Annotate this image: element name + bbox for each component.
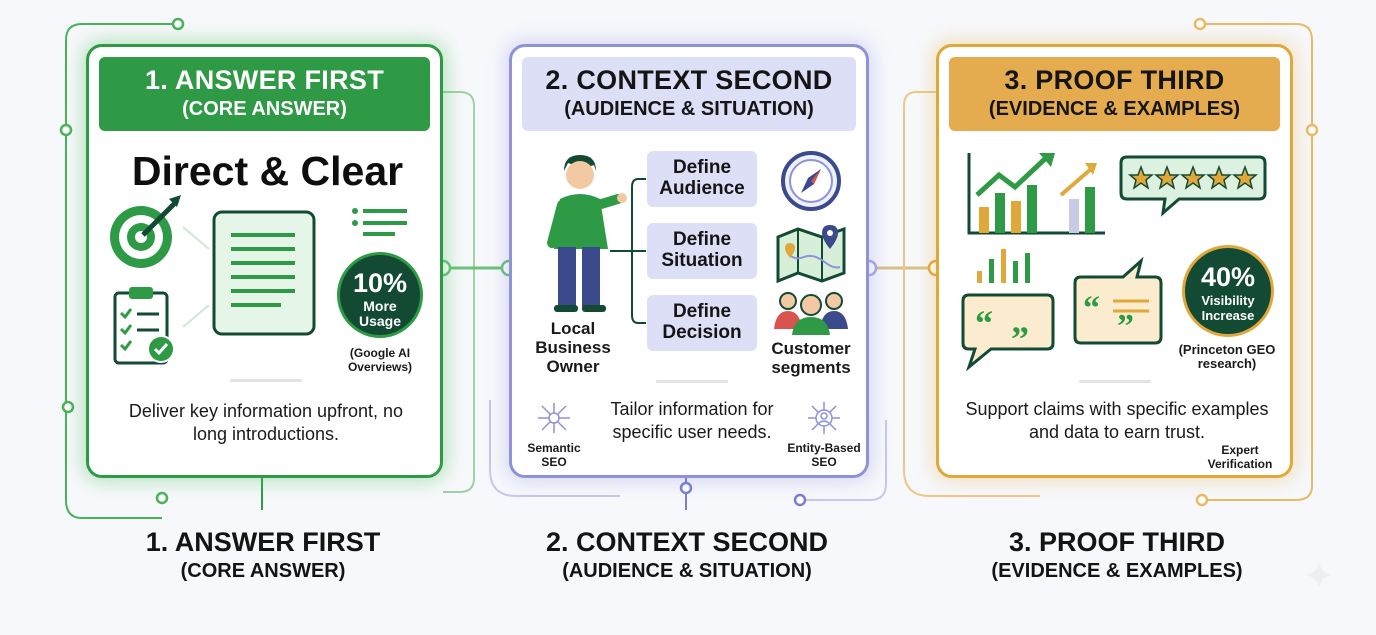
headline: Direct & Clear xyxy=(131,148,404,194)
footer-title: 1. ANSWER FIRST xyxy=(145,527,381,557)
stat-value: 10% xyxy=(352,268,408,298)
stat-value: 40% xyxy=(1200,262,1256,292)
footer-title: 3. PROOF THIRD xyxy=(1008,527,1225,557)
svg-text:“: “ xyxy=(975,303,993,343)
stat-badge: 40% Visibility Increase xyxy=(1182,245,1274,337)
footer-subtitle: (AUDIENCE & SITUATION) xyxy=(562,560,812,582)
step-caption: Support claims with specific examples an… xyxy=(965,399,1269,442)
svg-text:”: ” xyxy=(1011,319,1029,359)
divider xyxy=(1079,380,1151,383)
footer-title: 2. CONTEXT SECOND xyxy=(545,527,829,557)
signal-bars-icon xyxy=(977,249,1030,283)
footer-label-3: 3. PROOF THIRD (EVIDENCE & EXAMPLES) xyxy=(950,527,1284,583)
step-caption: Deliver key information upfront, no long… xyxy=(128,401,404,444)
semantic-network-icon xyxy=(538,403,570,433)
define-audience: Define Audience xyxy=(647,151,757,207)
entity-seo-tag: Entity-Based SEO xyxy=(787,441,861,469)
footer-subtitle: (EVIDENCE & EXAMPLES) xyxy=(991,560,1243,582)
group-icon xyxy=(774,292,848,335)
define-situation: Define Situation xyxy=(647,223,757,279)
expert-verification-tag: Expert Verification xyxy=(1207,443,1273,471)
stat-label: More Usage xyxy=(358,298,402,329)
checklist-icon xyxy=(113,287,175,365)
step-header: 3. PROOF THIRD (EVIDENCE & EXAMPLES) xyxy=(949,57,1280,131)
step-title: 3. PROOF THIRD xyxy=(1004,65,1225,95)
growth-chart-icon xyxy=(967,153,1105,235)
person-icon xyxy=(547,155,627,312)
semantic-seo-tag: Semantic SEO xyxy=(527,441,581,469)
sparkle-icon xyxy=(1306,562,1332,588)
stat-source: (Princeton GEO research) xyxy=(1178,342,1276,371)
compass-icon xyxy=(781,151,841,211)
testimonial-quote-icon: “ ” xyxy=(961,293,1055,371)
segments-label: Customer segments xyxy=(771,339,851,377)
document-icon xyxy=(212,210,316,336)
step-title: 1. ANSWER FIRST xyxy=(144,65,384,95)
list-icon xyxy=(352,208,407,236)
step-header: 1. ANSWER FIRST (CORE ANSWER) xyxy=(99,57,430,131)
footer-label-1: 1. ANSWER FIRST (CORE ANSWER) xyxy=(100,527,426,583)
map-icon xyxy=(776,225,846,283)
step-card-answer-first: 1. ANSWER FIRST (CORE ANSWER) Direct & C… xyxy=(86,44,443,478)
step-subtitle: (AUDIENCE & SITUATION) xyxy=(564,98,814,120)
step-title: 2. CONTEXT SECOND xyxy=(545,65,833,95)
stat-label: Visibility Increase xyxy=(1201,293,1255,323)
radiating-lines xyxy=(182,226,210,328)
step-card-context-second: 2. CONTEXT SECOND (AUDIENCE & SITUATION)… xyxy=(509,44,869,478)
divider xyxy=(230,379,302,382)
step-caption: Tailor information for specific user nee… xyxy=(610,399,774,442)
bracket-lines xyxy=(610,178,646,324)
step-header: 2. CONTEXT SECOND (AUDIENCE & SITUATION) xyxy=(522,57,856,131)
divider xyxy=(656,380,728,383)
step-subtitle: (CORE ANSWER) xyxy=(182,98,347,120)
footer-label-2: 2. CONTEXT SECOND (AUDIENCE & SITUATION) xyxy=(520,527,854,583)
step-card-proof-third: 3. PROOF THIRD (EVIDENCE & EXAMPLES) xyxy=(936,44,1293,478)
star-rating-icon xyxy=(1119,155,1267,217)
stat-source: (Google AI Overviews) xyxy=(347,346,413,374)
svg-text:“: “ xyxy=(1083,290,1100,327)
person-label: Local Business Owner xyxy=(535,319,611,376)
target-icon xyxy=(110,195,181,268)
footer-subtitle: (CORE ANSWER) xyxy=(180,560,346,582)
stat-badge: 10% More Usage xyxy=(337,252,423,338)
svg-text:”: ” xyxy=(1117,308,1134,345)
step-subtitle: (EVIDENCE & EXAMPLES) xyxy=(988,98,1241,120)
review-quote-icon: “ ” xyxy=(1073,257,1163,345)
entity-node-icon xyxy=(808,402,840,434)
define-decision: Define Decision xyxy=(647,295,757,351)
